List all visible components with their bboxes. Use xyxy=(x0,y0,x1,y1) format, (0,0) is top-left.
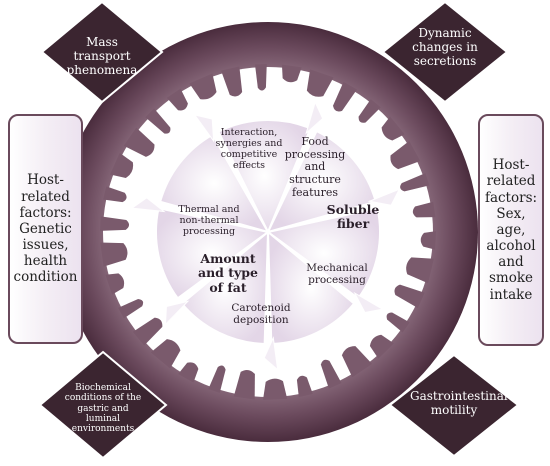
villus xyxy=(178,362,199,383)
villus xyxy=(132,317,163,346)
diamond-bottom-right xyxy=(388,353,520,458)
villus xyxy=(386,312,410,333)
cycle-arrow xyxy=(193,114,215,143)
diamond-bottom-left xyxy=(38,350,168,460)
villus xyxy=(233,369,255,400)
villus xyxy=(381,116,405,141)
diamond-label-bottom-right: Gastrointestinal motility xyxy=(410,389,508,417)
segment-fat: Amount and type of fat xyxy=(197,251,258,295)
villus xyxy=(341,346,373,378)
villus xyxy=(369,334,394,359)
segment-carotenoid: Carotenoid deposition xyxy=(231,302,291,327)
villi-projections xyxy=(100,64,436,400)
diamond-top-right xyxy=(381,0,509,104)
wheel-segment-soluble-fiber xyxy=(265,206,381,300)
wheel-segment-food-processing xyxy=(266,129,378,234)
villus xyxy=(145,108,171,134)
villus xyxy=(412,201,436,218)
villus xyxy=(394,284,425,309)
villus xyxy=(123,127,155,157)
villus xyxy=(166,88,188,111)
diamond-label-top-left: Mass transport phenomena xyxy=(66,35,138,77)
villus xyxy=(306,69,334,97)
segment-food-processing: Food processing and structure features xyxy=(284,135,346,199)
wheel-segment-mechanical xyxy=(266,229,356,345)
host-factors-left-text: Host-related factors: Genetic issues, he… xyxy=(13,172,78,286)
villus xyxy=(118,298,144,319)
cycle-arrow xyxy=(353,291,384,314)
cycle-arrow xyxy=(305,100,324,135)
villus xyxy=(100,216,130,231)
villus xyxy=(406,257,434,284)
villus xyxy=(281,64,302,83)
villus xyxy=(103,186,127,203)
segment-interaction: Interaction, synergies and competitive e… xyxy=(215,127,283,171)
villus xyxy=(105,273,125,295)
wheel-segment-carotenoid xyxy=(180,229,270,345)
villus xyxy=(358,99,381,123)
segment-mechanical: Mechanical processing xyxy=(306,262,368,287)
villus xyxy=(420,231,436,250)
diamond-top-left xyxy=(40,0,164,104)
villus xyxy=(262,378,288,400)
villus xyxy=(150,339,181,369)
host-factors-right-text: Host-related factors: Sex, age, alcohol … xyxy=(484,157,538,303)
wheel-segment-fat xyxy=(155,206,271,300)
diamond-label-bottom-left: Biochemical conditions of the gastric an… xyxy=(64,383,142,435)
villus xyxy=(100,242,128,267)
diamond-label-top-right: Dynamic changes in secretions xyxy=(412,26,478,68)
cycle-arrow xyxy=(263,336,279,371)
villus xyxy=(254,64,267,91)
villus xyxy=(400,173,430,192)
cycle-arrow xyxy=(130,197,166,213)
cycle-arrow xyxy=(367,188,401,206)
segment-soluble-fiber: Soluble fiber xyxy=(326,202,380,232)
villus xyxy=(189,73,217,100)
cycle-arrow xyxy=(164,300,190,326)
villus xyxy=(296,375,313,398)
villus xyxy=(332,81,357,112)
villus xyxy=(221,66,243,97)
villus xyxy=(110,152,134,178)
villus xyxy=(208,365,226,393)
host-factors-right-box: Host-related factors: Sex, age, alcohol … xyxy=(478,114,544,346)
villus xyxy=(390,141,421,170)
host-factors-left-box: Host-related factors: Genetic issues, he… xyxy=(8,114,83,344)
segment-wheel xyxy=(130,100,401,371)
segment-thermal: Thermal and non-thermal processing xyxy=(178,204,240,237)
wheel-segment-interaction xyxy=(217,119,312,235)
villus xyxy=(320,359,342,389)
